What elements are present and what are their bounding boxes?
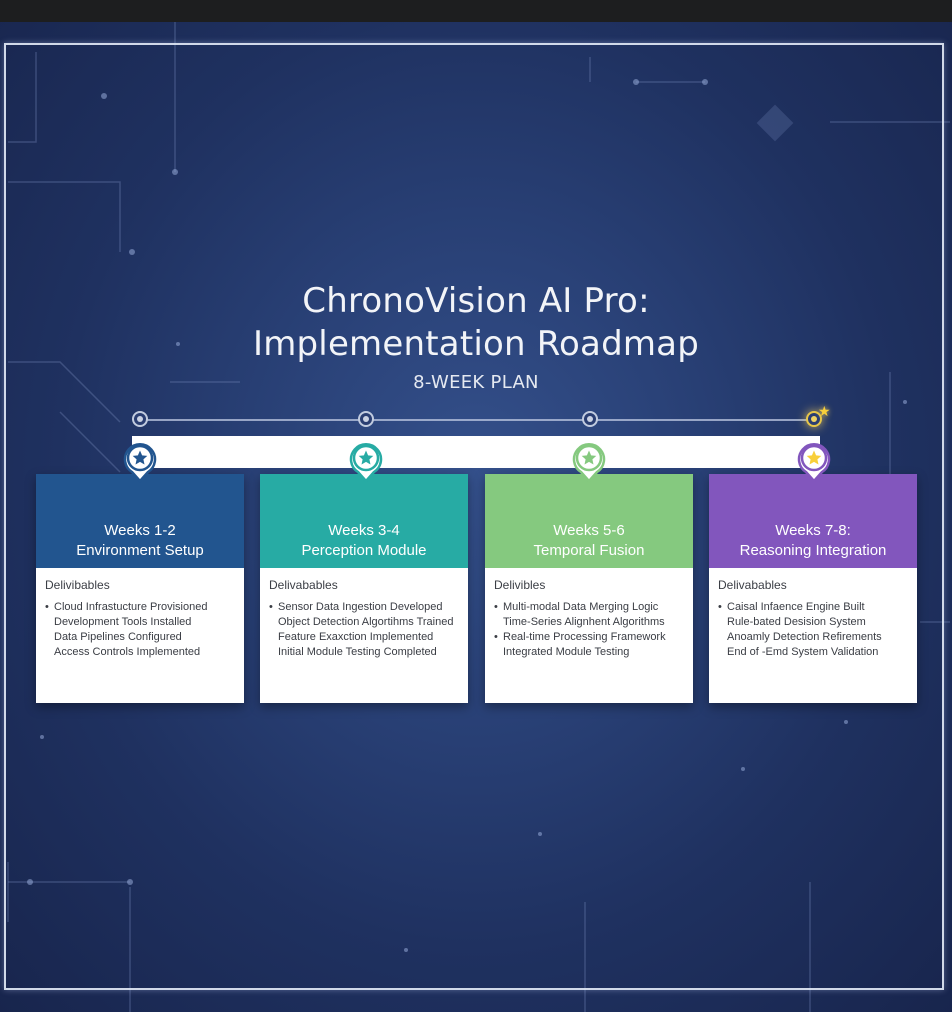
phase-card-header: Weeks 3-4 Perception Module — [260, 474, 468, 568]
deliverable-item: Sensor Data Ingestion Developed — [269, 600, 458, 615]
phase-weeks: Weeks 3-4 — [328, 522, 400, 539]
deliverable-item: Development Tools Installed — [54, 616, 192, 628]
star-pin-icon — [797, 443, 831, 483]
deliverable-item: Cloud Infrastucture Provisioned — [45, 600, 234, 615]
phase-weeks: Weeks 7-8: — [775, 522, 851, 539]
deliverables-label: Delivibables — [45, 578, 110, 592]
timeline-line — [140, 419, 814, 421]
deliverables-list: Caisal Infaence Engine Built Rule-bated … — [718, 600, 907, 660]
milestone-star-icon: ★ — [818, 404, 831, 420]
roadmap-canvas: ChronoVision AI Pro: Implementation Road… — [0, 22, 952, 1012]
phase-card-2: Weeks 3-4 Perception Module Delivabables… — [260, 474, 468, 703]
timeline-dot-1 — [132, 411, 148, 427]
deliverables-label: Delivabables — [718, 578, 787, 592]
phase-card-4: Weeks 7-8: Reasoning Integration Delivab… — [709, 474, 917, 703]
phase-card-body: Delivabables Caisal Infaence Engine Buil… — [709, 568, 917, 660]
phase-card-1: Weeks 1-2 Environment Setup Delivibables… — [36, 474, 244, 703]
star-pin-icon — [572, 443, 606, 483]
timeline-dot-3 — [582, 411, 598, 427]
timeline-band — [132, 436, 820, 468]
deliverable-item: Caisal Infaence Engine Built — [718, 600, 907, 615]
circuit-decoration — [7, 22, 950, 1012]
deliverable-item: Real-time Processing Framework — [494, 630, 683, 645]
deliverable-item: Rule-bated Desision System — [727, 616, 866, 628]
deliverable-item: Integrated Module Testing — [503, 646, 630, 658]
timeline-dot-2 — [358, 411, 374, 427]
deliverable-item: End of -Emd System Validation — [727, 646, 879, 658]
phase-title: Perception Module — [301, 542, 427, 559]
star-pin-icon — [123, 443, 157, 483]
title-line-2: Implementation Roadmap — [252, 324, 700, 364]
page-subtitle: 8-WEEK PLAN — [413, 372, 539, 393]
deliverable-item: Access Controls Implemented — [54, 646, 201, 658]
page-title: ChronoVision AI Pro: Implementation Road… — [0, 280, 952, 366]
timeline-dot-4 — [806, 411, 822, 427]
title-line-1: ChronoVision AI Pro: — [302, 281, 650, 321]
deliverables-label: Delivabables — [269, 578, 338, 592]
phase-title: Temporal Fusion — [533, 542, 645, 559]
phase-card-header: Weeks 5-6 Temporal Fusion — [485, 474, 693, 568]
top-bar — [0, 0, 952, 22]
phase-weeks: Weeks 1-2 — [104, 522, 176, 539]
deliverables-list: Multi-modal Data Merging Logic Time-Seri… — [494, 600, 683, 660]
phase-card-body: Delivibles Multi-modal Data Merging Logi… — [485, 568, 693, 660]
phase-card-header: Weeks 1-2 Environment Setup — [36, 474, 244, 568]
deliverable-item: Data Pipelines Configured — [54, 631, 182, 643]
deliverable-item: Anoamly Detection Refirements — [727, 631, 882, 643]
deliverables-list: Cloud Infrastucture Provisioned Developm… — [45, 600, 234, 660]
deliverable-item: Initial Module Testing Completed — [278, 646, 437, 658]
deliverable-item: Feature Exaxction Implemented — [278, 631, 434, 643]
phase-card-body: Delivibables Cloud Infrastucture Provisi… — [36, 568, 244, 660]
phase-title: Reasoning Integration — [739, 542, 887, 559]
phase-card-body: Delivabables Sensor Data Ingestion Devel… — [260, 568, 468, 660]
phase-weeks: Weeks 5-6 — [553, 522, 625, 539]
phase-card-header: Weeks 7-8: Reasoning Integration — [709, 474, 917, 568]
star-pin-icon — [349, 443, 383, 483]
phase-card-3: Weeks 5-6 Temporal Fusion Delivibles Mul… — [485, 474, 693, 703]
deliverable-item: Multi-modal Data Merging Logic — [494, 600, 683, 615]
deliverables-label: Delivibles — [494, 578, 546, 592]
phase-title: Environment Setup — [76, 542, 204, 559]
deliverable-item: Object Detection Algortihms Trained — [278, 616, 454, 628]
deliverable-item: Time-Series Alignhent Algorithms — [503, 616, 665, 628]
deliverables-list: Sensor Data Ingestion Developed Object D… — [269, 600, 458, 660]
